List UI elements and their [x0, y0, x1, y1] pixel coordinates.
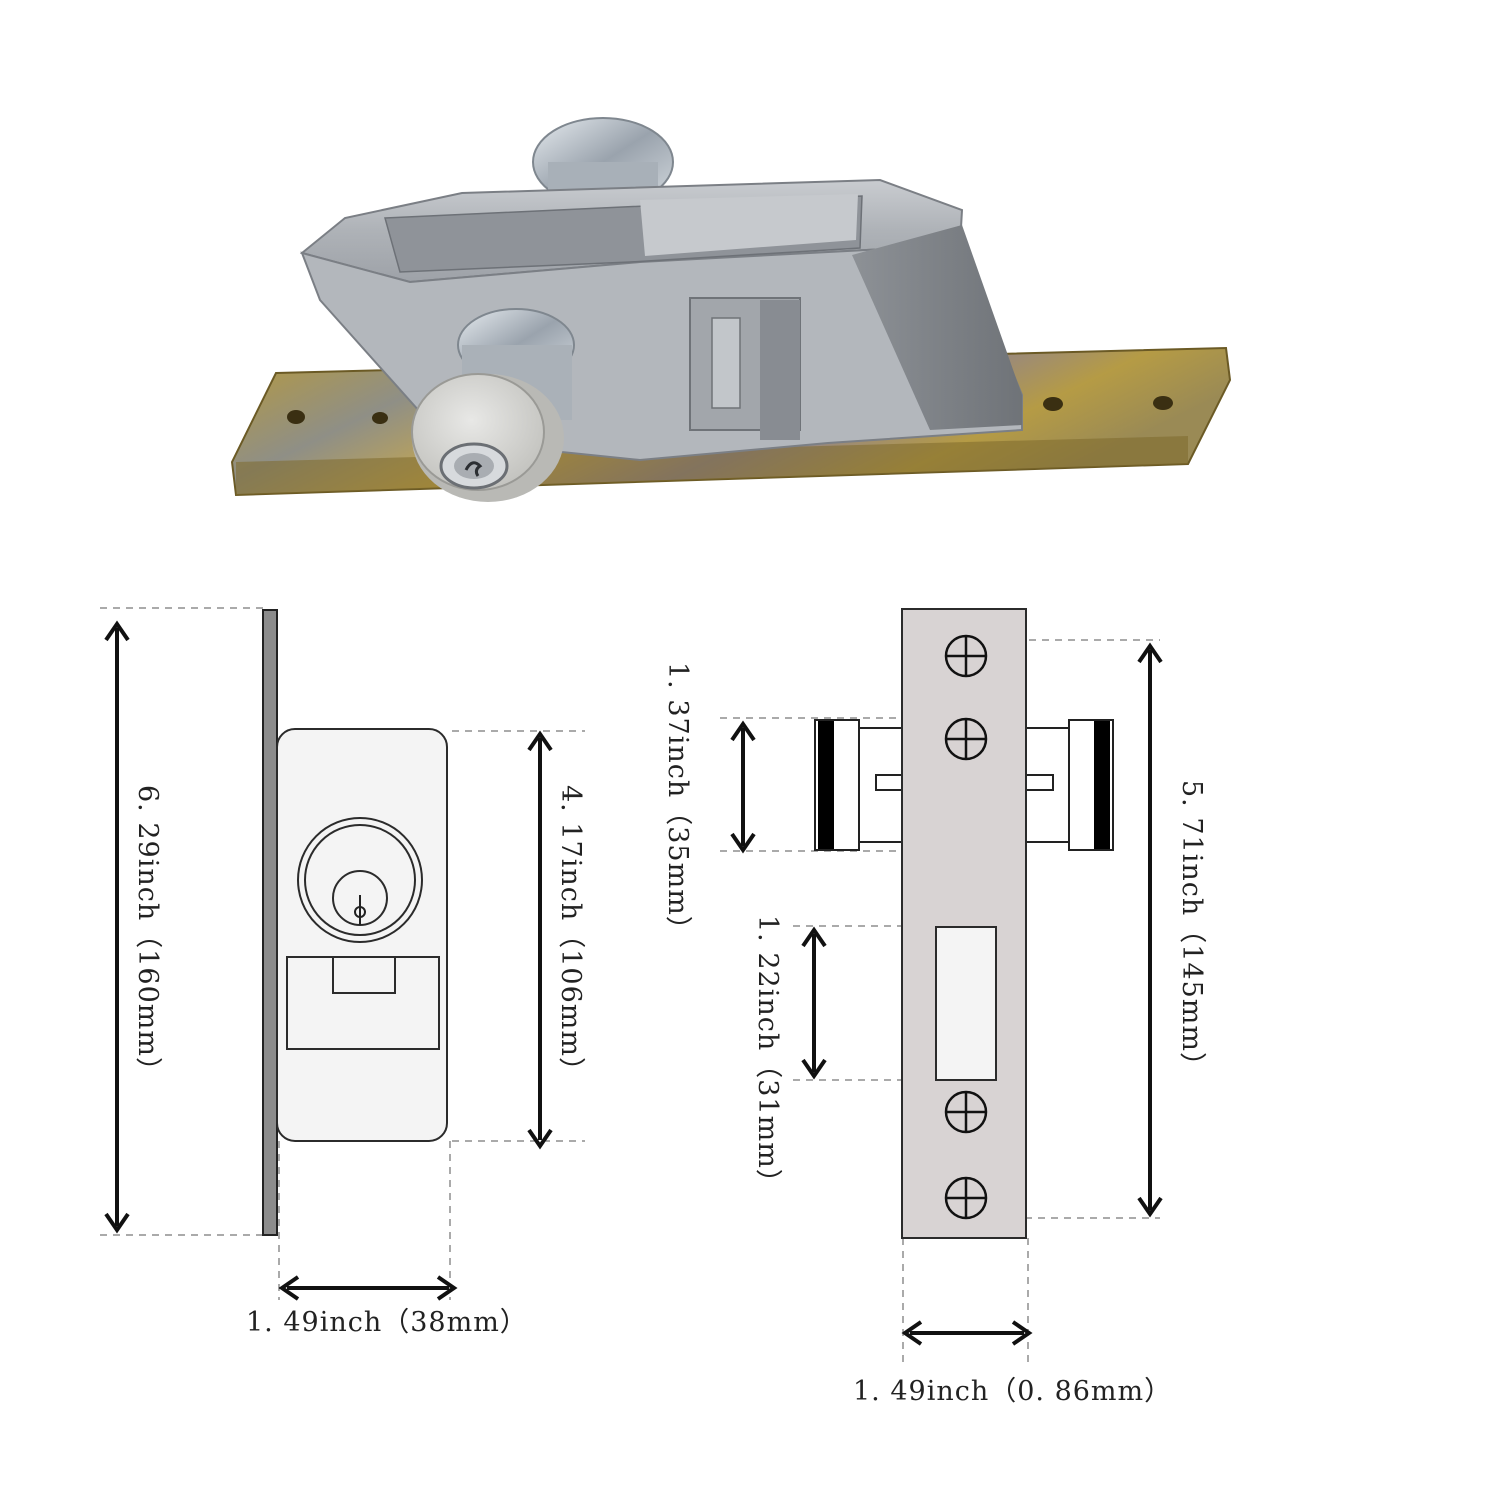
plate-hole — [1153, 396, 1173, 410]
dim-arrow-cylinder-height — [730, 720, 756, 854]
keyhole-icon — [354, 895, 366, 925]
side-view: 6. 29inch（160mm） 4. 17inch（106mm） 1. 49i… — [100, 607, 586, 1338]
label-body-height: 4. 17inch（106mm） — [555, 785, 586, 1085]
side-cylinder-outer — [297, 817, 423, 943]
dim-arrow-total-height — [104, 620, 130, 1234]
mortise-lock-photo — [230, 117, 1232, 502]
label-plate-width: 1. 49inch（0. 86mm） — [853, 1376, 1172, 1407]
key-slot-icon — [464, 461, 483, 477]
screw-icon — [944, 717, 988, 761]
dim-arrow-bolt-height — [801, 926, 827, 1080]
lock-body-right-block — [852, 225, 1022, 430]
latch-bar — [760, 300, 800, 440]
dim-arrow-body-height — [527, 730, 553, 1150]
plate-hole — [1043, 397, 1063, 411]
screw-icon — [944, 634, 988, 678]
label-body-width: 1. 49inch（38mm） — [246, 1307, 528, 1338]
label-cylinder-height: 1. 37inch（35mm） — [662, 662, 693, 944]
side-cylinder-ring — [304, 824, 416, 936]
dim-arrow-screw-spacing — [1137, 642, 1163, 1218]
keyway-core — [454, 453, 494, 479]
screw-icon — [944, 1090, 988, 1134]
screw-icon — [944, 1176, 988, 1220]
label-total-height: 6. 29inch（160mm） — [132, 785, 163, 1085]
right-cylinder — [1024, 719, 1114, 851]
plate-hole — [372, 412, 388, 424]
bolt-opening — [935, 926, 997, 1081]
front-faceplate — [901, 608, 1027, 1239]
latch-bolt — [711, 317, 741, 409]
side-faceplate-strip — [262, 609, 278, 1236]
left-cylinder — [814, 719, 905, 851]
dim-arrow-body-width — [278, 1275, 458, 1301]
lock-body-slot-inner — [640, 194, 858, 256]
label-screw-spacing: 5. 71inch（145mm） — [1176, 780, 1207, 1080]
plate-hole — [287, 410, 305, 424]
dim-arrow-plate-width — [901, 1320, 1033, 1346]
front-view: 1. 37inch（35mm） 1. 22inch（31mm） 5. 71inc… — [662, 608, 1207, 1407]
label-bolt-height: 1. 22inch（31mm） — [752, 915, 783, 1197]
side-latch-tongue — [332, 956, 396, 994]
